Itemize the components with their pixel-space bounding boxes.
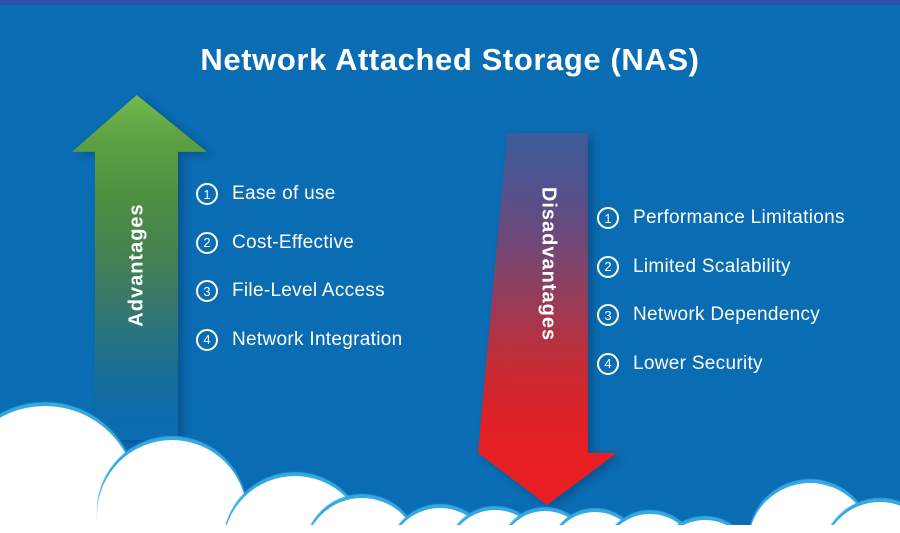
list-item: 4 Network Integration (196, 328, 403, 351)
list-item-label: File-Level Access (232, 280, 385, 301)
cloud (223, 476, 367, 533)
list-item-label: Network Integration (232, 328, 403, 350)
number-badge: 2 (597, 255, 619, 278)
advantages-list: 1 Ease of use 2 Cost-Effective 3 File-Le… (196, 183, 402, 351)
list-item: 2 Cost-Effective (196, 231, 402, 254)
cloud (447, 510, 543, 533)
cloud-base (0, 525, 900, 533)
list-item-label: Lower Security (633, 352, 763, 374)
cloud (748, 483, 872, 533)
number-badge: 1 (597, 207, 619, 229)
advantages-label: Advantages (125, 203, 148, 327)
list-item-label: Ease of use (232, 183, 336, 204)
list-item: 4 Lower Security (597, 352, 845, 375)
number-badge: 4 (597, 352, 619, 375)
number-badge: 3 (597, 304, 619, 326)
number-badge: 4 (196, 328, 218, 351)
number-badge: 1 (196, 183, 218, 205)
advantages-arrow-up-icon (72, 95, 207, 440)
list-item: 3 Network Dependency (597, 304, 845, 326)
list-item-label: Performance Limitations (633, 207, 845, 228)
cloud (657, 520, 753, 533)
number-badge: 3 (196, 280, 218, 302)
list-item-label: Network Dependency (633, 304, 821, 325)
list-item-label: Limited Scalability (633, 255, 791, 277)
page-title: Network Attached Storage (NAS) (200, 42, 700, 77)
disadvantages-label: Disadvantages (537, 186, 560, 342)
cloud (304, 498, 420, 533)
cloud (500, 511, 590, 533)
list-item: 3 File-Level Access (196, 280, 402, 302)
cloud (822, 502, 900, 533)
cloud (388, 508, 492, 533)
disadvantages-arrow-down-icon (478, 133, 617, 505)
list-item-label: Cost-Effective (232, 231, 355, 253)
cloud (97, 440, 247, 533)
list-item: 1 Ease of use (196, 183, 402, 205)
disadvantages-list: 1 Performance Limitations 2 Limited Scal… (597, 207, 845, 375)
list-item: 2 Limited Scalability (597, 255, 845, 278)
number-badge: 2 (196, 231, 218, 254)
top-accent-strip (0, 0, 900, 5)
cloud (549, 512, 641, 533)
cloud (602, 514, 698, 533)
list-item: 1 Performance Limitations (597, 207, 845, 229)
